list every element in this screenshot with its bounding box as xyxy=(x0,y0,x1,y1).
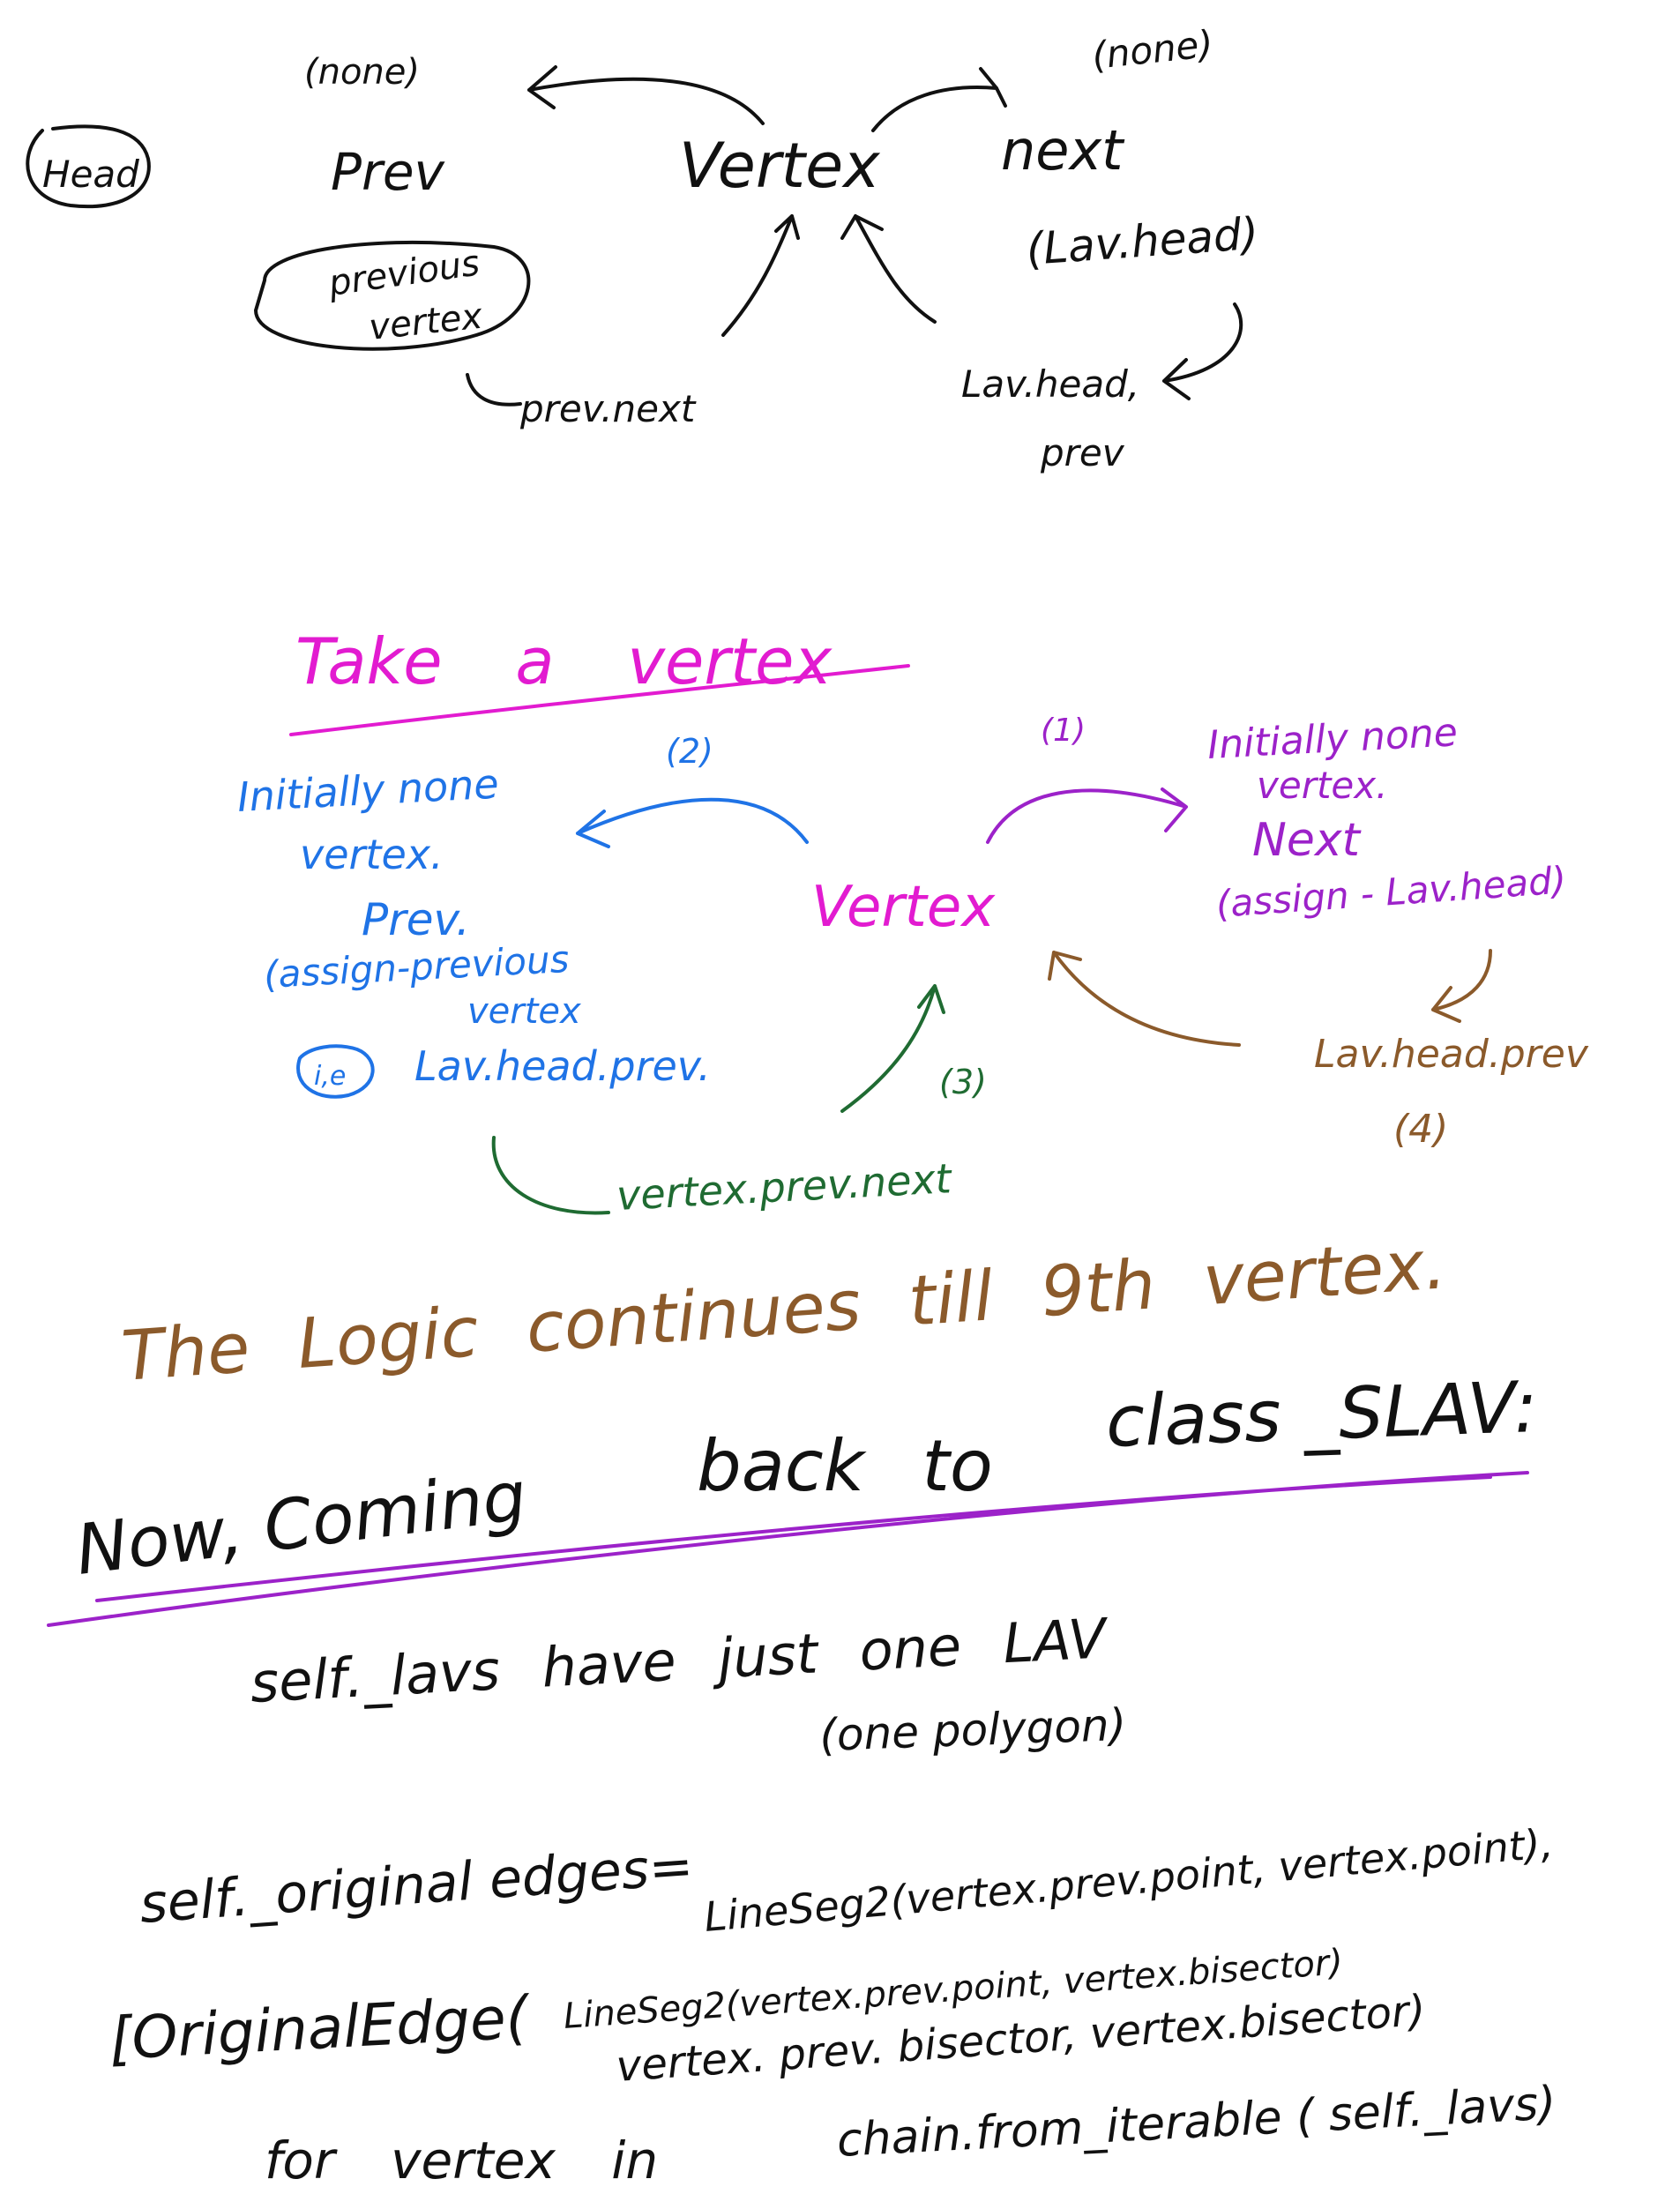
none-right-label: (none) xyxy=(1090,22,1215,78)
arrow-2-icon xyxy=(576,797,809,848)
lav-head-prev-line1: Lav.head, xyxy=(961,362,1139,406)
code-line1: self._original edges= xyxy=(138,1835,695,1936)
code-line2: LineSeg2(vertex.prev.point, vertex.point… xyxy=(702,1819,1555,1941)
previous-vertex-line2: vertex xyxy=(367,296,484,348)
take-a-vertex-section: Take a vertex Vertex (2) Initially none … xyxy=(236,624,1589,1220)
arrow-lav-prev-to-vertex-icon xyxy=(840,214,937,324)
center-vertex-label: Vertex xyxy=(811,875,996,940)
previous-vertex-ellipse-icon xyxy=(254,240,531,351)
left-line5: vertex xyxy=(467,991,581,1032)
right-line1: Initially none xyxy=(1206,710,1459,768)
brown-line1: Lav.head.prev xyxy=(1314,1032,1589,1077)
label-1: (1) xyxy=(1041,713,1086,749)
head-label: Head xyxy=(42,153,139,196)
code-line3: [OriginalEdge( xyxy=(108,1983,533,2073)
right-line4: (assign - Lav.head) xyxy=(1214,858,1567,926)
label-2: (2) xyxy=(666,732,713,771)
arrow-1-icon xyxy=(986,787,1188,844)
right-line2: vertex. xyxy=(1257,764,1387,807)
vertex-label: Vertex xyxy=(679,130,880,202)
left-line4: (assign-previous xyxy=(263,937,571,996)
self-lavs-line2: (one polygon) xyxy=(818,1699,1127,1761)
arrow-prev-next-to-vertex-icon xyxy=(721,214,800,337)
arrow-vertex-to-next-icon xyxy=(871,67,1007,132)
label-3: (3) xyxy=(939,1063,987,1101)
arrow-3-icon xyxy=(840,984,945,1113)
arrow-vertex-to-prev-icon xyxy=(527,65,765,125)
lav-head-prev-line2: prev xyxy=(1040,431,1125,474)
prev-next-label: prev.next xyxy=(519,387,697,430)
top-sketch: Head (none) Prev previous vertex Vertex … xyxy=(26,22,1260,474)
now-coming-part2: back to xyxy=(697,1425,993,1507)
previous-vertex-line1: previous xyxy=(325,243,482,304)
now-coming-underline xyxy=(47,1471,1529,1627)
arrow-4-icon xyxy=(1048,951,1241,1047)
left-line1: Initially none xyxy=(236,760,500,821)
next-label: next xyxy=(1001,118,1125,183)
now-coming-part3: class _SLAV: xyxy=(1104,1366,1539,1463)
left-ie: i,e xyxy=(314,1061,346,1092)
prev-label: Prev xyxy=(331,142,446,202)
self-lavs-line1: self._lavs have just one LAV xyxy=(249,1606,1111,1715)
left-line6: Lav.head.prev. xyxy=(414,1042,711,1090)
take-a-vertex-heading: Take a vertex xyxy=(295,624,833,698)
right-line3: Next xyxy=(1252,814,1362,867)
arrow-lav-head-to-lav-prev-brown-icon xyxy=(1431,949,1492,1023)
left-line2: vertex. xyxy=(300,831,444,878)
logic-continues: The Logic continues till 9th vertex. xyxy=(119,1225,1449,1397)
arrow-lav-head-to-lav-prev-icon xyxy=(1162,302,1243,400)
lav-head-label: (Lav.head) xyxy=(1025,208,1260,275)
heading-underline xyxy=(289,664,910,736)
label-4: (4) xyxy=(1393,1107,1448,1152)
left-line3: Prev. xyxy=(362,894,470,945)
ie-circle-icon xyxy=(296,1044,375,1099)
green-line: vertex.prev.next xyxy=(616,1154,954,1220)
hook-green-icon xyxy=(491,1136,610,1215)
hook-prev-next-icon xyxy=(466,373,522,407)
code-line6: for vertex in xyxy=(265,2131,658,2190)
head-circle-icon xyxy=(26,124,151,209)
now-coming-section: Now, Coming back to class _SLAV: xyxy=(47,1366,1539,1627)
none-left-label: (none) xyxy=(304,52,420,93)
code-line7: chain.from_iterable ( self._lavs) xyxy=(836,2077,1557,2168)
